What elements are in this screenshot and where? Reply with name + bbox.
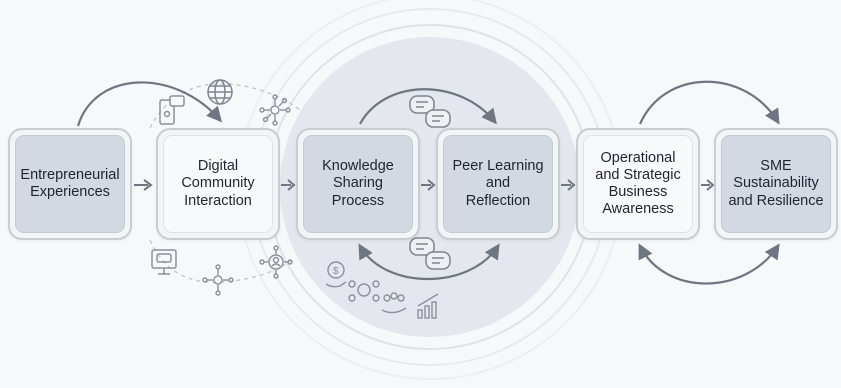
people-money-icon (348, 280, 380, 302)
loop-arrow-experiences-to-community (76, 81, 223, 127)
chat-bubbles-icon (409, 95, 451, 128)
node-label: Knowledge Sharing Process (303, 135, 413, 233)
node-label: Entrepreneurial Experiences (15, 135, 125, 233)
svg-text:$: $ (333, 266, 339, 277)
chat-bubbles-icon (409, 237, 451, 270)
node-label: Peer Learning and Reflection (443, 135, 553, 233)
team-hand-icon (381, 292, 407, 314)
node-label: Digital Community Interaction (163, 135, 273, 233)
connector-arrow (281, 179, 296, 191)
loop-arrow-knowledge-to-peer (359, 88, 497, 125)
connector-arrow (134, 179, 153, 191)
connector-arrow (701, 179, 714, 191)
node-entrepreneurial-experiences: Entrepreneurial Experiences (8, 128, 132, 240)
node-operational-strategic-awareness: Operational and Strategic Business Aware… (576, 128, 700, 240)
money-hand-icon: $ (325, 261, 347, 288)
mobile-chat-icon (159, 95, 185, 125)
node-label: Operational and Strategic Business Aware… (583, 135, 693, 233)
connector-arrow (561, 179, 576, 191)
node-digital-community-interaction: Digital Community Interaction (156, 128, 280, 240)
node-sme-sustainability-resilience: SME Sustainability and Resilience (714, 128, 838, 240)
connector-arrow (421, 179, 436, 191)
network-user-icon (259, 245, 293, 279)
loop-arrow-peer-to-knowledge (358, 243, 500, 281)
loop-arrow-sme-to-operational (638, 243, 780, 285)
center-highlight-circle (280, 37, 580, 337)
network-hub-icon (202, 264, 234, 296)
network-hub-icon (259, 94, 291, 126)
globe-icon (207, 79, 233, 105)
node-label: SME Sustainability and Resilience (721, 135, 831, 233)
growth-chart-icon (417, 293, 439, 319)
monitor-chat-icon (151, 249, 177, 275)
node-knowledge-sharing-process: Knowledge Sharing Process (296, 128, 420, 240)
loop-arrow-operational-to-sme (638, 80, 780, 125)
node-peer-learning-reflection: Peer Learning and Reflection (436, 128, 560, 240)
